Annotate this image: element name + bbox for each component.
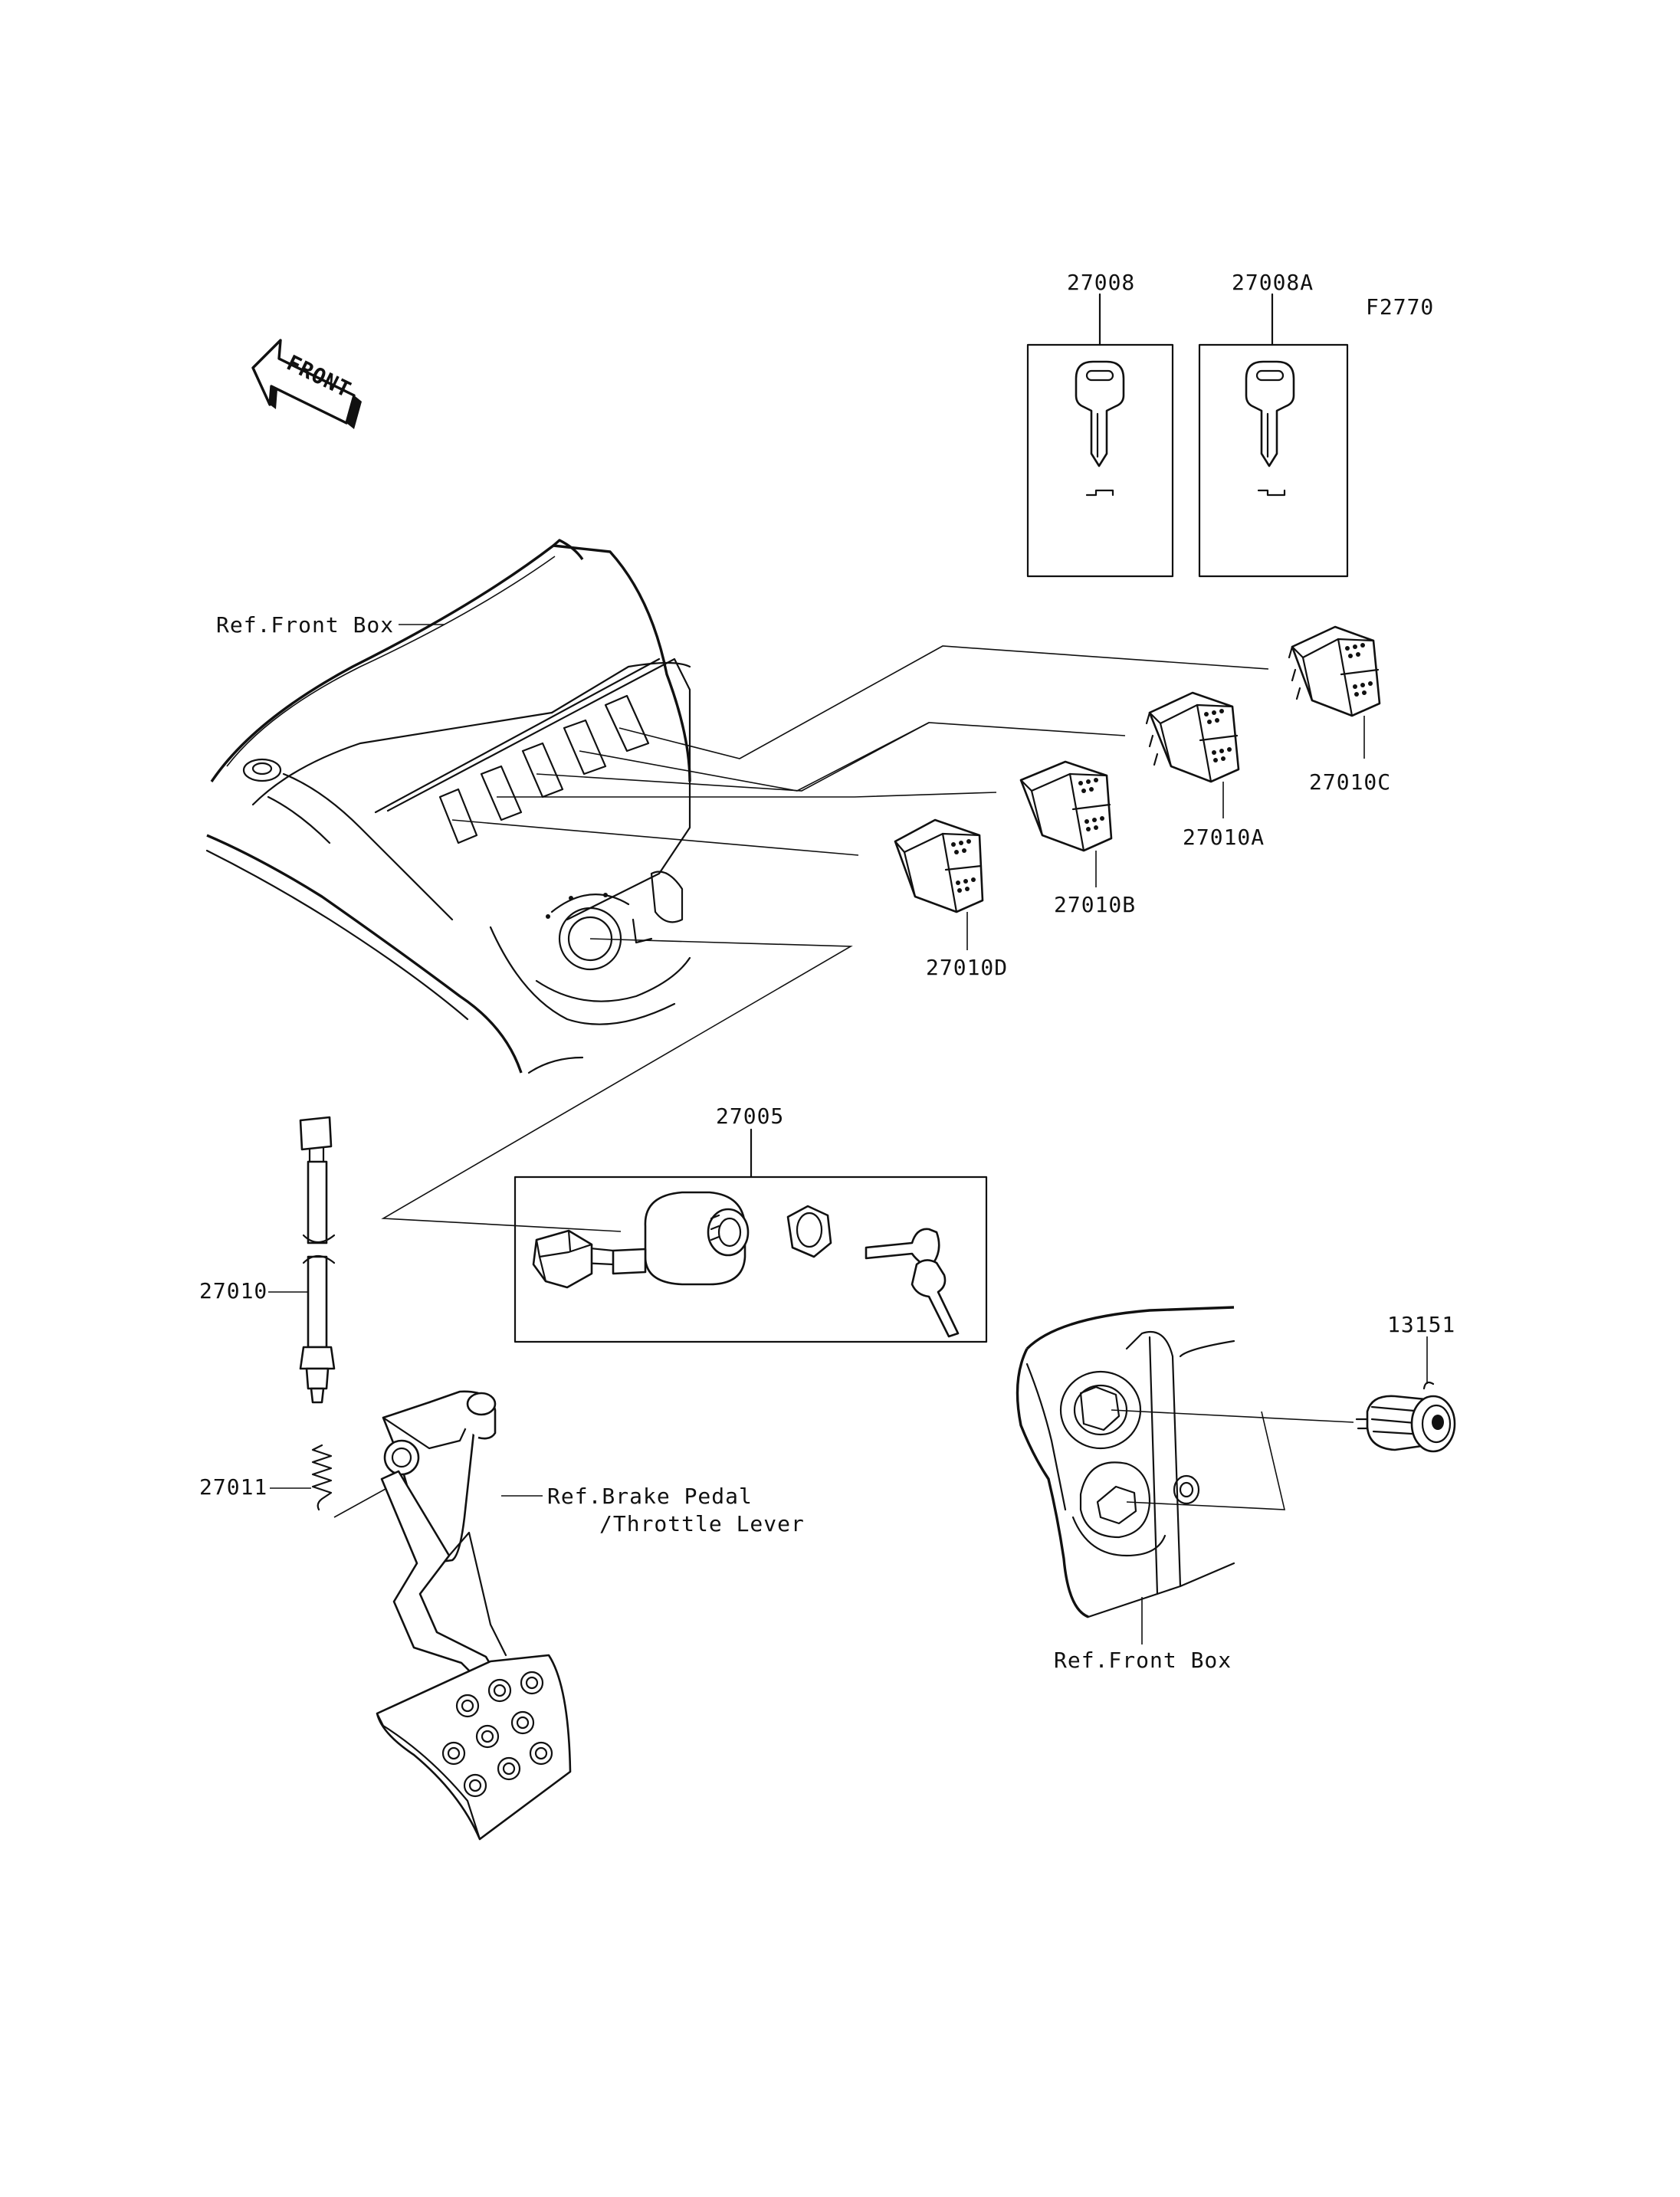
socket-13151: 13151	[1111, 1312, 1456, 1510]
socket-aperture-lower	[1071, 1461, 1166, 1557]
key-option-box-27008a: 27008A	[1198, 270, 1349, 578]
ignition-keys-icon	[865, 1228, 960, 1338]
ref-label-brake-pedal-line1: Ref.Brake Pedal	[547, 1484, 753, 1509]
part-label-27011: 27011	[199, 1474, 267, 1500]
brake-pedal	[376, 1390, 572, 1841]
socket-aperture-upper	[1059, 1370, 1142, 1450]
pedal-grip-holes	[441, 1671, 553, 1798]
part-label-27005: 27005	[716, 1103, 784, 1129]
rocker-switch-27010d: 27010D	[894, 818, 1008, 980]
front-box-dashboard	[205, 539, 691, 1074]
ignition-switch-assy-27005: 27005	[514, 1103, 988, 1343]
rocker-switch-27010a: 27010A	[1145, 691, 1265, 850]
part-label-27010a: 27010A	[1183, 825, 1265, 850]
part-label-27008a: 27008A	[1232, 270, 1314, 295]
rocker-switch-27010b: 27010B	[1019, 760, 1136, 917]
part-label-27010b: 27010B	[1054, 892, 1136, 917]
part-label-13151: 13151	[1387, 1312, 1455, 1337]
figure-code: F2770	[1366, 294, 1434, 320]
front-arrow-icon: FRONT	[251, 339, 362, 429]
rocker-switch-27010c: 27010C	[1288, 625, 1391, 795]
front-box-lower-panel	[1016, 1306, 1235, 1618]
ref-label-front-box-top: Ref.Front Box	[216, 612, 394, 638]
part-label-27010: 27010	[199, 1278, 267, 1303]
part-label-27010c: 27010C	[1309, 769, 1391, 795]
leader-lines	[381, 645, 1269, 1232]
ref-label-front-box-bottom: Ref.Front Box	[1054, 1648, 1232, 1673]
key-blank-icon	[1075, 360, 1125, 467]
key-option-box-27008: 27008	[1026, 270, 1174, 578]
ref-label-brake-pedal-line2: /Throttle Lever	[599, 1511, 805, 1536]
key-blank-icon	[1245, 360, 1295, 467]
key-code-mark	[1085, 489, 1114, 497]
brake-switch-27010: 27010	[199, 1116, 336, 1404]
ignition-bezel	[546, 893, 630, 971]
switch-apertures	[438, 694, 650, 844]
ignition-switch-body	[532, 1191, 750, 1289]
front-arrow-label: FRONT	[283, 350, 356, 403]
part-label-27008: 27008	[1067, 270, 1135, 295]
ignition-nut	[786, 1205, 832, 1258]
key-code-mark	[1257, 489, 1286, 497]
part-label-27010d: 27010D	[926, 955, 1008, 980]
